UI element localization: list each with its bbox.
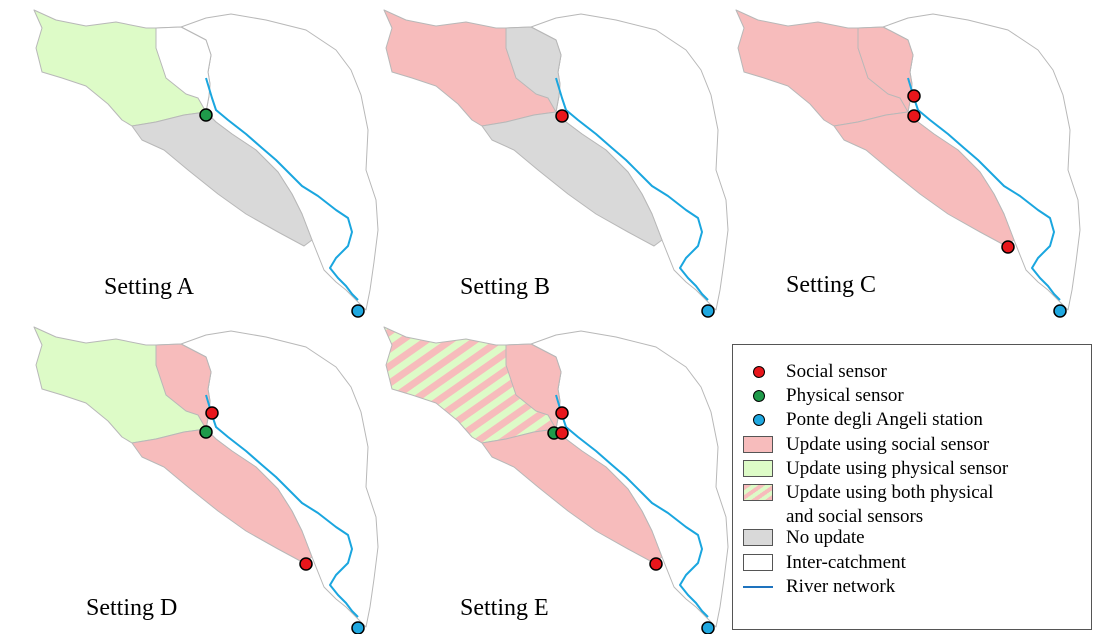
south-subbasin — [481, 111, 663, 247]
catchment-map-c — [735, 9, 1081, 318]
physical-sensor-marker — [199, 108, 213, 122]
station-marker — [351, 621, 365, 634]
inter-catchment-swatch-icon — [743, 554, 773, 571]
social-sensor-marker — [299, 557, 313, 571]
legend-item-inter-catchment: Inter-catchment — [733, 551, 1091, 575]
panel-setting-e: Setting E — [356, 317, 729, 634]
social-sensor-marker — [1001, 240, 1015, 254]
catchment-map-b — [383, 9, 729, 318]
social-sensor-dot-icon — [753, 366, 765, 378]
physical-sensor-dot-icon — [753, 390, 765, 402]
river-network — [907, 77, 1061, 301]
legend-item-no-update: No update — [733, 526, 1091, 550]
station-marker — [351, 304, 365, 318]
physical-swatch-icon — [743, 460, 773, 477]
river-network — [205, 77, 359, 301]
both-swatch-icon — [743, 484, 773, 501]
panel-setting-b: Setting B — [356, 0, 729, 318]
legend-item-river: River network — [733, 575, 1091, 599]
legend-item-update-both-cont: and social sensors — [786, 506, 924, 527]
river-network — [555, 77, 709, 301]
north-subbasin — [155, 26, 212, 113]
panel-setting-c: Setting C — [708, 0, 1081, 318]
social-sensor-marker — [649, 557, 663, 571]
social-sensor-marker — [205, 406, 219, 420]
station-marker — [701, 304, 715, 318]
physical-sensor-marker — [199, 425, 213, 439]
panel-label-c: Setting C — [786, 272, 877, 298]
no-update-swatch-icon — [743, 529, 773, 546]
social-sensor-marker — [907, 89, 921, 103]
legend-item-physical-sensor: Physical sensor — [733, 384, 1091, 408]
social-sensor-marker — [907, 109, 921, 123]
panel-setting-a: Setting A — [6, 0, 379, 318]
social-swatch-icon — [743, 436, 773, 453]
north-subbasin — [505, 26, 562, 113]
social-sensor-marker — [555, 406, 569, 420]
panel-label-d: Setting D — [86, 595, 178, 621]
river-line-icon — [743, 586, 773, 588]
legend-item-station: Ponte degli Angeli station — [733, 408, 1091, 432]
panel-label-a: Setting A — [104, 274, 195, 300]
panel-setting-d: Setting D — [6, 317, 379, 634]
social-sensor-marker — [555, 109, 569, 123]
river-network — [555, 394, 709, 618]
panel-label-b: Setting B — [460, 274, 551, 300]
station-dot-icon — [753, 414, 765, 426]
station-marker — [1053, 304, 1067, 318]
panel-label-e: Setting E — [460, 595, 549, 621]
catchment-map-e — [383, 326, 729, 634]
legend-item-update-social: Update using social sensor — [733, 433, 1091, 457]
social-sensor-marker — [555, 426, 569, 440]
legend-item-update-physical: Update using physical sensor — [733, 457, 1091, 481]
legend-item-social-sensor: Social sensor — [733, 360, 1091, 384]
catchment-map-d — [33, 326, 379, 634]
catchment-map-a — [33, 9, 379, 318]
legend-item-update-both: Update using both physical — [733, 481, 1091, 505]
legend: Social sensor Physical sensor Ponte degl… — [732, 344, 1092, 630]
station-marker — [701, 621, 715, 634]
south-subbasin — [833, 111, 1015, 247]
river-network — [205, 394, 359, 618]
